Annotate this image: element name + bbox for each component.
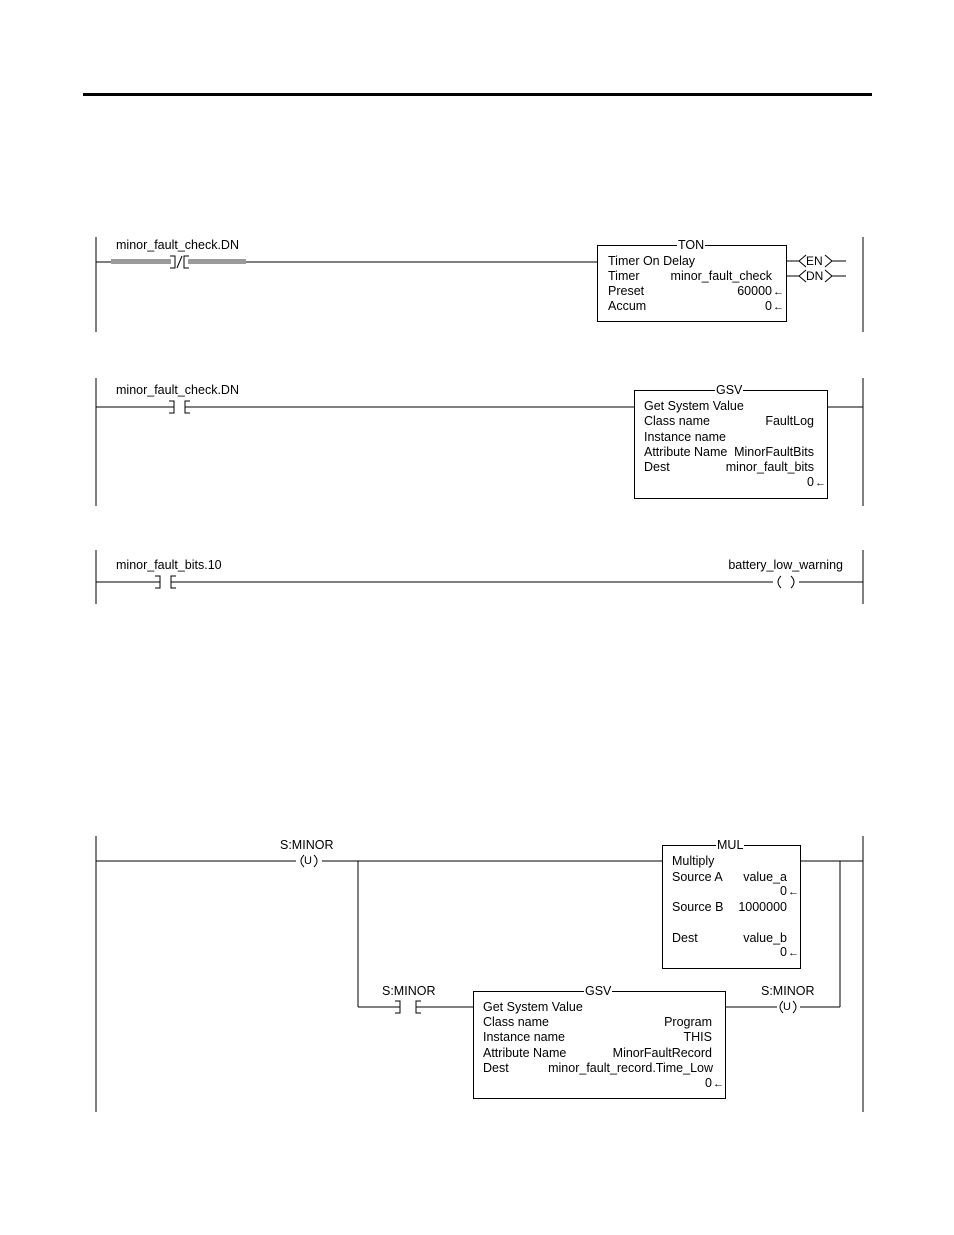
- contact-tag: minor_fault_check.DN: [116, 238, 239, 252]
- rung-3-wiring: [95, 550, 864, 604]
- en-output[interactable]: [798, 254, 833, 268]
- dest-value[interactable]: minor_fault_record.Time_Low: [548, 1061, 713, 1075]
- source-a-arrow-icon: ←: [788, 886, 799, 898]
- class-name-value[interactable]: FaultLog: [765, 414, 814, 428]
- otu-coil-1[interactable]: [300, 854, 318, 868]
- en-label: EN: [806, 254, 823, 268]
- otu-coil-2[interactable]: [779, 1000, 797, 1014]
- attribute-name-label: Attribute Name: [644, 445, 728, 459]
- highlight-bar-right: [188, 259, 246, 264]
- class-name-label: Class name: [644, 414, 710, 428]
- source-a-current: 0: [780, 884, 787, 898]
- contact-tag: minor_fault_bits.10: [116, 558, 222, 572]
- gsv-block-title: GSV: [584, 984, 613, 998]
- dn-label: DN: [806, 269, 824, 283]
- coil-tag: battery_low_warning: [728, 558, 843, 572]
- preset-value[interactable]: 60000: [737, 284, 772, 298]
- dest-arrow-icon: ←: [713, 1078, 724, 1090]
- accum-arrow-icon: ←: [773, 301, 784, 313]
- gsv-block-title: GSV: [715, 383, 744, 397]
- xic-contact[interactable]: [155, 575, 176, 589]
- page-header-rule: [83, 93, 872, 96]
- accum-value[interactable]: 0: [765, 299, 772, 313]
- rung-2-wiring: [95, 378, 864, 506]
- timer-value[interactable]: minor_fault_check: [670, 269, 772, 283]
- dest-current-value: 0: [705, 1076, 712, 1090]
- coil-2-tag: S:MINOR: [761, 984, 815, 998]
- dest-label: Dest: [483, 1061, 509, 1075]
- mul-block[interactable]: [662, 845, 801, 969]
- mul-block-title: MUL: [716, 838, 745, 852]
- dest-current-value: 0: [807, 475, 814, 489]
- dest-label: Dest: [644, 460, 670, 474]
- accum-label: Accum: [608, 299, 647, 313]
- ton-block-name: Timer On Delay: [608, 254, 696, 268]
- dn-output[interactable]: [798, 269, 833, 283]
- contact-tag: minor_fault_check.DN: [116, 383, 239, 397]
- rung-1[interactable]: minor_fault_check.DN EN DN TON Timer On …: [0, 230, 954, 340]
- gsv-block[interactable]: [473, 991, 726, 1099]
- source-b-value[interactable]: 1000000: [738, 900, 787, 914]
- rung-1-wiring: [95, 237, 864, 332]
- xic-contact[interactable]: [169, 400, 190, 414]
- gsv-block-name: Get System Value: [644, 399, 744, 413]
- xic-contact[interactable]: [395, 1000, 421, 1014]
- gsv-block-name: Get System Value: [483, 1000, 583, 1014]
- preset-arrow-icon: ←: [773, 286, 784, 298]
- xio-contact[interactable]: [170, 255, 189, 269]
- coil-2-symbol: U: [783, 1001, 791, 1013]
- timer-label: Timer: [608, 269, 640, 283]
- instance-name-value[interactable]: THIS: [683, 1030, 712, 1044]
- rung-2[interactable]: minor_fault_check.DN GSV Get System Valu…: [0, 375, 954, 515]
- dest-value[interactable]: value_b: [743, 931, 787, 945]
- rung-4-wiring: [95, 836, 864, 1112]
- dest-arrow-icon: ←: [815, 477, 826, 489]
- source-a-value[interactable]: value_a: [743, 870, 787, 884]
- attribute-name-value[interactable]: MinorFaultRecord: [612, 1046, 712, 1060]
- dest-arrow-icon: ←: [788, 947, 799, 959]
- rung-3[interactable]: minor_fault_bits.10 battery_low_warning: [0, 548, 954, 608]
- ton-block[interactable]: [597, 245, 787, 322]
- ote-coil[interactable]: [777, 575, 795, 589]
- instance-name-label: Instance name: [483, 1030, 565, 1044]
- highlight-bar-left: [111, 259, 171, 264]
- source-a-label: Source A: [672, 870, 723, 884]
- contact-2-tag: S:MINOR: [382, 984, 436, 998]
- dest-current: 0: [780, 945, 787, 959]
- ton-block-title: TON: [677, 238, 706, 252]
- class-name-label: Class name: [483, 1015, 549, 1029]
- dest-value[interactable]: minor_fault_bits: [725, 460, 814, 474]
- instance-name-label: Instance name: [644, 430, 726, 444]
- class-name-value[interactable]: Program: [664, 1015, 712, 1029]
- source-b-label: Source B: [672, 900, 724, 914]
- mul-block-name: Multiply: [672, 854, 715, 868]
- coil-1-tag: S:MINOR: [280, 838, 334, 852]
- dest-label: Dest: [672, 931, 698, 945]
- attribute-name-value[interactable]: MinorFaultBits: [734, 445, 814, 459]
- attribute-name-label: Attribute Name: [483, 1046, 567, 1060]
- coil-1-symbol: U: [304, 855, 312, 867]
- preset-label: Preset: [608, 284, 645, 298]
- rung-4[interactable]: S:MINOR U MUL Multiply Source A value_a …: [0, 830, 954, 1120]
